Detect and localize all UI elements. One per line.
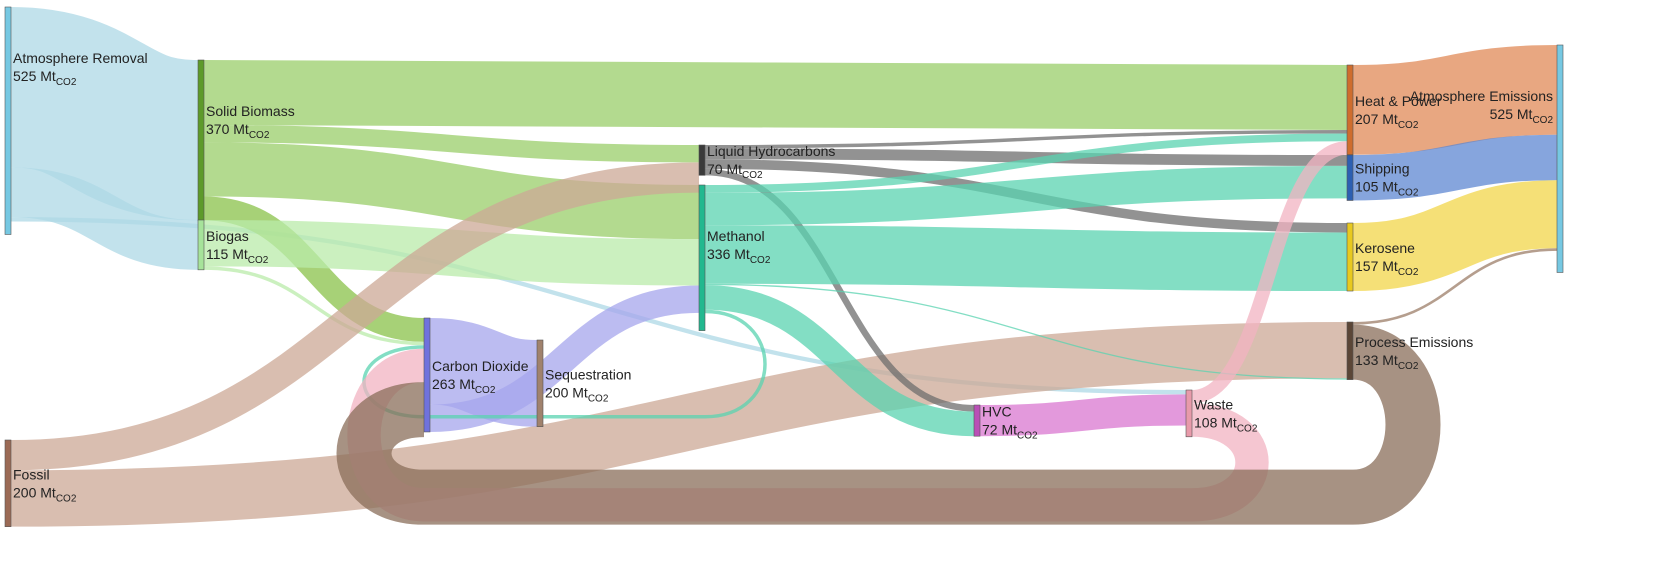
node-value-atm_emissions: 525 MtCO2: [1490, 106, 1554, 126]
node-value-kerosene: 157 MtCO2: [1355, 258, 1419, 278]
node-value-solid_biomass: 370 MtCO2: [206, 121, 270, 141]
node-shipping[interactable]: [1346, 154, 1354, 201]
node-atm_removal[interactable]: [4, 6, 12, 235]
link-shipping-to-atm_emissions[interactable]: [1352, 134, 1558, 201]
link-waste-to-heat_power[interactable]: [1191, 141, 1348, 404]
node-label-hvc: HVC: [982, 404, 1012, 420]
node-value-atm_removal: 525 MtCO2: [13, 68, 77, 88]
node-liquid_hc[interactable]: [698, 144, 706, 176]
link-fossil-to-liquid_hc[interactable]: [10, 162, 700, 471]
link-kerosene-to-atm_emissions[interactable]: [1352, 180, 1558, 292]
sankey-links: [8, 7, 1558, 527]
node-process_emissions[interactable]: [1346, 321, 1354, 380]
link-process_emissions-to-co2[interactable]: [336, 324, 1441, 525]
link-methanol-to-heat_power[interactable]: [704, 133, 1348, 193]
node-value-methanol: 336 MtCO2: [707, 246, 771, 266]
link-heat_power-to-atm_emissions[interactable]: [1352, 44, 1558, 155]
node-label-solid_biomass: Solid Biomass: [206, 103, 295, 119]
link-solid_biomass-to-methanol[interactable]: [203, 142, 700, 240]
node-solid_biomass[interactable]: [197, 59, 205, 221]
node-label-process_emissions: Process Emissions: [1355, 334, 1473, 350]
node-label-atm_emissions: Atmosphere Emissions: [1410, 88, 1553, 104]
link-methanol-to-hvc[interactable]: [704, 285, 975, 437]
link-liquid_hc-to-shipping[interactable]: [704, 148, 1348, 166]
link-process_emissions-to-atm_emissions[interactable]: [1352, 248, 1558, 325]
node-value-heat_power: 207 MtCO2: [1355, 111, 1419, 131]
node-co2[interactable]: [423, 317, 431, 433]
node-fossil[interactable]: [4, 439, 12, 527]
link-co2-to-methanol[interactable]: [429, 285, 700, 432]
node-biogas[interactable]: [197, 219, 205, 271]
link-methanol-to-kerosene[interactable]: [704, 225, 1348, 292]
link-solid_biomass-to-heat_power[interactable]: [203, 60, 1348, 130]
node-value-shipping: 105 MtCO2: [1355, 179, 1419, 199]
node-label-co2: Carbon Dioxide: [432, 358, 529, 374]
link-hvc-to-waste[interactable]: [979, 394, 1187, 437]
node-value-fossil: 200 MtCO2: [13, 484, 77, 504]
node-label-methanol: Methanol: [707, 228, 765, 244]
node-label-biogas: Biogas: [206, 228, 249, 244]
node-methanol[interactable]: [698, 184, 706, 331]
node-value-liquid_hc: 70 MtCO2: [707, 161, 763, 181]
node-waste[interactable]: [1185, 389, 1193, 438]
node-value-sequestration: 200 MtCO2: [545, 384, 609, 404]
node-label-shipping: Shipping: [1355, 161, 1410, 177]
link-fossil-to-process_emissions[interactable]: [10, 321, 1348, 527]
node-atm_emissions[interactable]: [1556, 44, 1564, 273]
node-sequestration[interactable]: [536, 339, 544, 427]
link-solid_biomass-to-co2[interactable]: [203, 196, 425, 342]
link-atm_removal-to-solid_biomass[interactable]: [8, 7, 201, 221]
link-methanol-to-co2[interactable]: [362, 309, 767, 419]
link-biogas-to-co2[interactable]: [203, 266, 425, 346]
node-label-heat_power: Heat & Power: [1355, 93, 1442, 109]
node-label-atm_removal: Atmosphere Removal: [13, 50, 148, 66]
link-liquid_hc-to-hvc[interactable]: [704, 168, 975, 412]
link-liquid_hc-to-heat_power[interactable]: [704, 129, 1348, 149]
node-label-sequestration: Sequestration: [545, 366, 631, 382]
node-label-kerosene: Kerosene: [1355, 240, 1415, 256]
node-label-liquid_hc: Liquid Hydrocarbons: [707, 143, 835, 159]
node-value-process_emissions: 133 MtCO2: [1355, 352, 1419, 372]
node-value-biogas: 115 MtCO2: [206, 246, 269, 266]
node-value-hvc: 72 MtCO2: [982, 422, 1038, 442]
node-label-waste: Waste: [1194, 396, 1233, 412]
node-kerosene[interactable]: [1346, 222, 1354, 292]
link-atm_removal-to-biogas[interactable]: [10, 167, 199, 270]
sankey-nodes: [4, 6, 1564, 527]
node-hvc[interactable]: [973, 404, 981, 437]
node-label-fossil: Fossil: [13, 466, 50, 482]
link-solid_biomass-to-liquid_hc[interactable]: [203, 124, 700, 163]
link-methanol-to-shipping[interactable]: [704, 165, 1348, 226]
node-heat_power[interactable]: [1346, 64, 1354, 155]
node-value-waste: 108 MtCO2: [1194, 414, 1258, 434]
node-value-co2: 263 MtCO2: [432, 376, 496, 396]
